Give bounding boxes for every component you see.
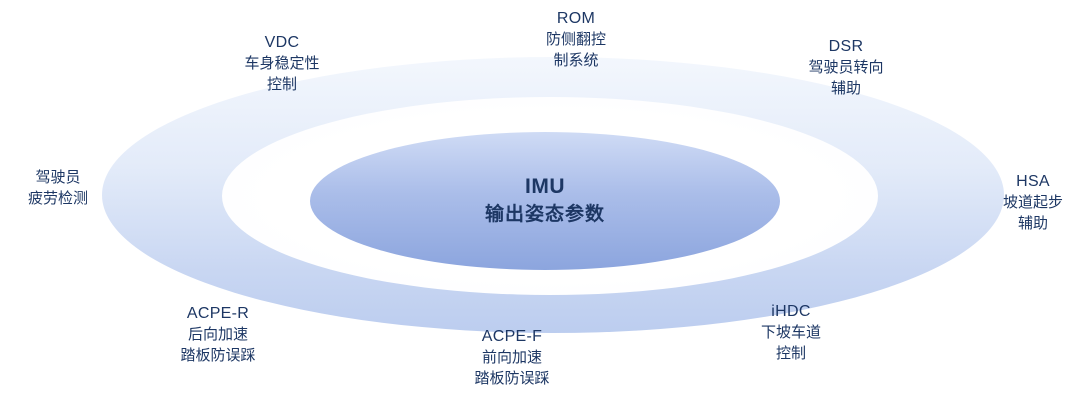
label-acpe-r-line2: 后向加速: [187, 326, 249, 343]
label-rom-acronym: ROM: [556, 10, 596, 27]
label-acpe-f-line3: 踏板防误踩: [474, 370, 550, 387]
label-hsa-line3: 辅助: [1017, 215, 1049, 232]
label-ihdc-acronym: iHDC: [771, 303, 811, 320]
label-vdc: VDC 车身稳定性 控制: [244, 32, 319, 95]
label-acpe-f: ACPE-F 前向加速 踏板防误踩: [474, 326, 549, 389]
label-driver-fatigue: 驾驶员 疲劳检测: [28, 167, 88, 209]
label-rom-line2: 防侧翻控: [545, 31, 607, 48]
label-hsa-acronym: HSA: [1016, 173, 1050, 190]
label-vdc-line2: 车身稳定性: [244, 55, 320, 72]
label-acpe-r-line3: 踏板防误踩: [180, 347, 256, 364]
center-hub-subtitle: 输出姿态参数: [484, 204, 605, 225]
center-hub-title: IMU: [525, 175, 565, 198]
label-vdc-acronym: VDC: [264, 34, 300, 51]
label-hsa-line2: 坡道起步: [1002, 194, 1064, 211]
label-dsr-acronym: DSR: [828, 38, 864, 55]
label-acpe-f-acronym: ACPE-F: [481, 328, 543, 345]
label-acpe-r-acronym: ACPE-R: [186, 305, 250, 322]
label-driver-fatigue-line2: 疲劳检测: [27, 190, 89, 207]
label-ihdc-line2: 下坡车道: [760, 324, 822, 341]
label-ihdc: iHDC 下坡车道 控制: [761, 301, 821, 364]
label-rom: ROM 防侧翻控 制系统: [546, 8, 606, 71]
label-hsa: HSA 坡道起步 辅助: [1003, 171, 1063, 234]
label-dsr: DSR 驾驶员转向 辅助: [808, 36, 883, 99]
label-vdc-line3: 控制: [266, 76, 298, 93]
label-driver-fatigue-line1: 驾驶员: [35, 169, 81, 186]
label-acpe-f-line2: 前向加速: [481, 349, 543, 366]
label-dsr-line3: 辅助: [830, 80, 862, 97]
center-hub-label: IMU 输出姿态参数: [310, 132, 780, 270]
label-dsr-line2: 驾驶员转向: [808, 59, 884, 76]
inner-ellipse: [310, 132, 780, 270]
label-acpe-r: ACPE-R 后向加速 踏板防误踩: [180, 303, 255, 366]
label-rom-line3: 制系统: [553, 52, 599, 69]
label-ihdc-line3: 控制: [775, 345, 807, 362]
